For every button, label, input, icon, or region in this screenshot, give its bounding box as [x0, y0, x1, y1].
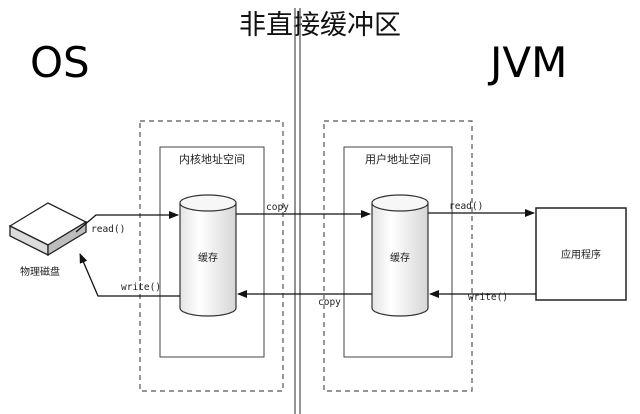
disk-read-arrow [75, 211, 179, 233]
user-address-space-box [343, 146, 453, 358]
diagram-title: 非直接缓冲区 [239, 10, 401, 41]
disk-write-label: write() [121, 282, 161, 293]
user-address-space-label: 用户地址空间 [365, 152, 431, 166]
copy-to-kernel-label: copy [318, 297, 341, 308]
user-region-outer-box [323, 120, 473, 392]
physical-disk-label: 物理磁盘 [20, 265, 60, 278]
application-label: 应用程序 [561, 248, 601, 261]
kernel-address-space-box [159, 146, 265, 358]
physical-disk-icon [8, 202, 88, 257]
disk-write-arrow [79, 253, 180, 297]
user-cache-label: 缓存 [390, 251, 410, 264]
kernel-address-space-label: 内核地址空间 [179, 152, 245, 166]
copy-to-user-label: copy [266, 202, 289, 213]
disk-read-label: read() [91, 224, 125, 235]
kernel-cache-cylinder [179, 194, 237, 317]
app-read-label: read() [449, 201, 483, 212]
user-cache-cylinder [371, 194, 429, 317]
os-jvm-divider [294, 8, 301, 414]
jvm-label: JVM [487, 38, 567, 87]
kernel-cache-label: 缓存 [198, 251, 218, 264]
app-write-label: write() [468, 292, 508, 303]
application-box [535, 207, 627, 301]
os-label: OS [30, 38, 90, 87]
